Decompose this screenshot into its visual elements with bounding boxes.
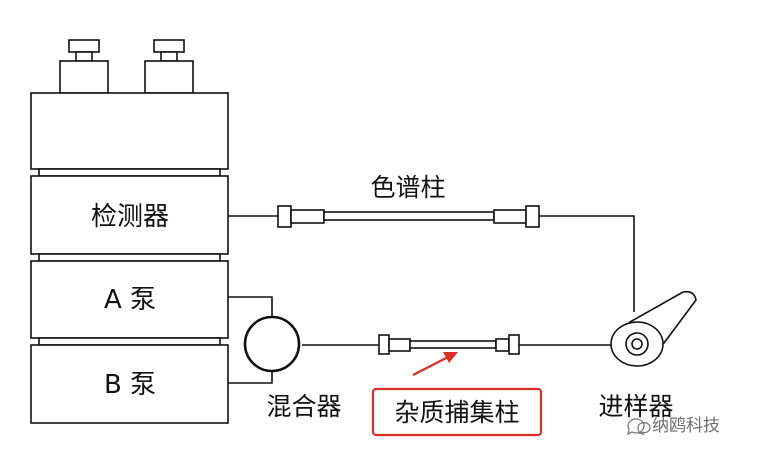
arrow-head: [443, 352, 458, 363]
pump-a-label: A 泵: [104, 285, 156, 315]
knob-right-base: [144, 60, 194, 94]
detector-label: 检测器: [91, 202, 169, 232]
connector-strip: [38, 337, 221, 346]
connector-strip: [38, 253, 221, 262]
column-label: 色谱柱: [370, 173, 445, 202]
trap-nut-right: [495, 338, 510, 352]
knob-left-cap: [68, 39, 100, 53]
column-nut-left: [290, 209, 325, 224]
injector-valve: [610, 290, 697, 367]
knob-left-stem: [75, 51, 93, 62]
column-nut-right: [493, 209, 527, 224]
knob-left-base: [59, 60, 109, 94]
trap-tube: [409, 340, 497, 349]
connector-strip: [38, 168, 221, 177]
knob-right-cap: [153, 39, 185, 53]
injector-port: [631, 338, 643, 350]
detector-module: [30, 175, 229, 255]
pump-b-label: B 泵: [104, 370, 156, 400]
trap-nut-left: [388, 338, 411, 352]
wechat-logo-icon: [627, 418, 651, 436]
tube-pump-b-to-mixer: [228, 368, 273, 384]
watermark: 纳鸥科技: [627, 416, 720, 436]
tube-column-to-injector: [539, 215, 635, 312]
reservoir-module: [30, 92, 229, 170]
trap-fitting-left: [378, 334, 390, 355]
column-fitting-left: [277, 205, 292, 228]
tube-pump-a-to-mixer: [228, 296, 273, 320]
instrument-stack: [30, 39, 229, 424]
injector-label: 进样器: [598, 392, 673, 421]
pump-b-module: [30, 344, 229, 424]
highlight-arrow: [412, 352, 458, 376]
trap-label-highlight-box: [371, 387, 543, 437]
trap-fitting-right: [508, 334, 520, 355]
tubing: [228, 215, 635, 384]
mixer-circle: [243, 315, 301, 373]
arrow-shaft: [412, 356, 449, 376]
pump-a-module: [30, 260, 229, 339]
knob-right-stem: [160, 51, 178, 62]
column-fitting-right: [525, 205, 540, 228]
trap-column: [378, 334, 520, 355]
column-tube: [323, 211, 495, 221]
chromatography-column: [277, 205, 540, 228]
mixer-label: 混合器: [266, 392, 341, 421]
watermark-text: 纳鸥科技: [652, 416, 720, 436]
trap-column-label: 杂质捕集柱: [394, 398, 519, 427]
